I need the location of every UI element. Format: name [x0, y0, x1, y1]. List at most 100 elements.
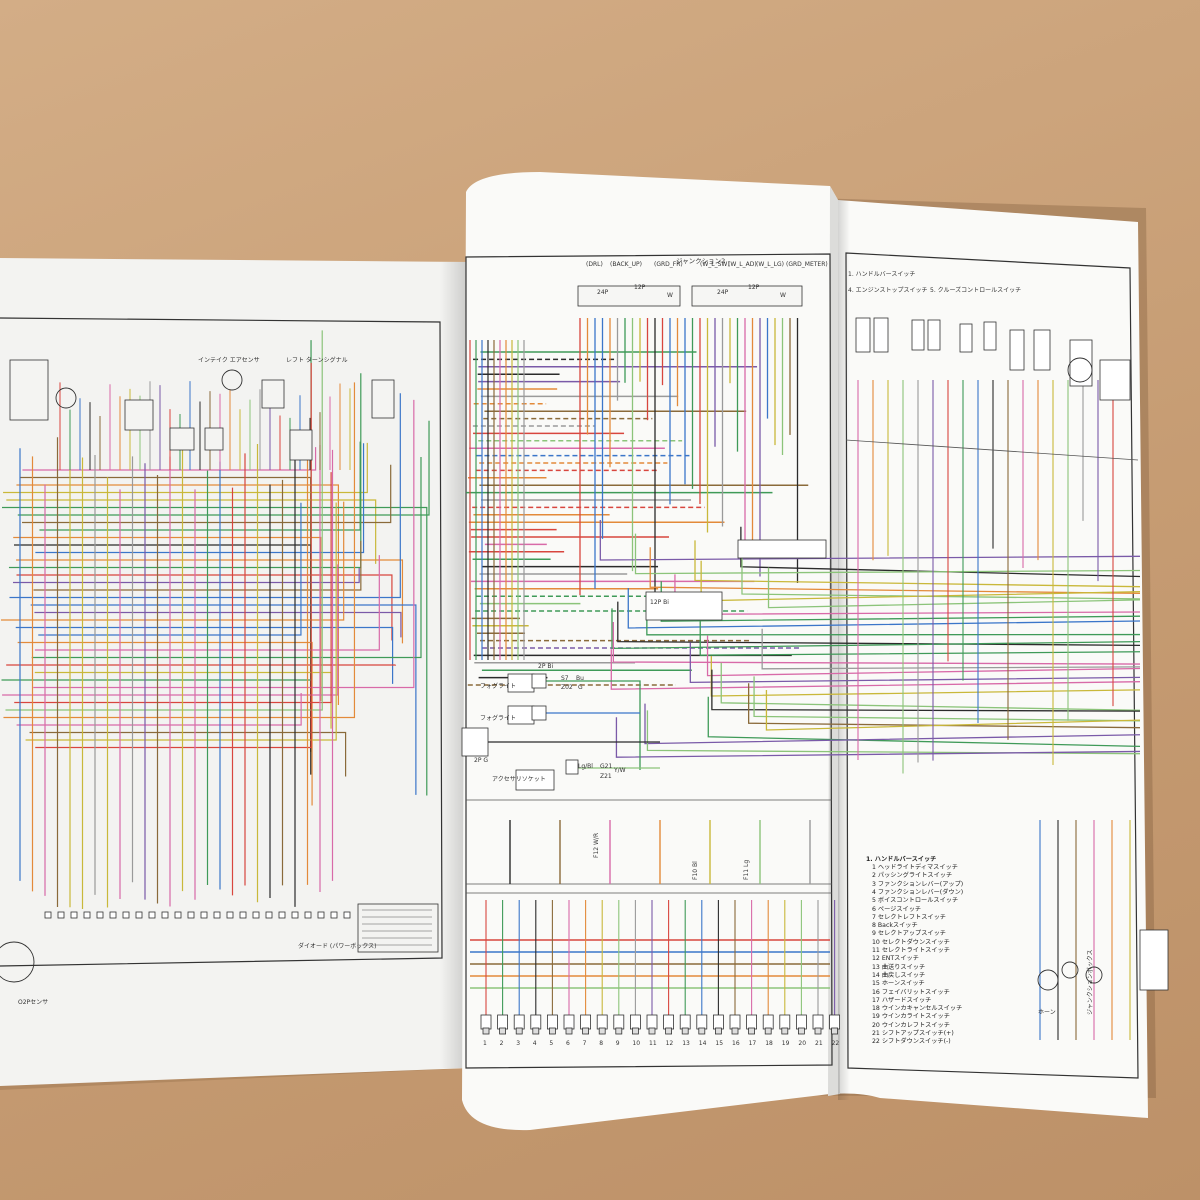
wire-line — [34, 555, 380, 651]
f10-bl-label: F10 Bl — [692, 861, 699, 880]
wire-line — [845, 439, 1139, 461]
component-box — [582, 1027, 589, 1035]
component-box — [663, 1014, 674, 1030]
wire-line — [627, 588, 1141, 629]
conn-12p-a: 12P — [634, 284, 646, 291]
component-box — [796, 1014, 807, 1030]
component-box — [122, 911, 130, 919]
component-box — [461, 727, 489, 757]
wire-bu-label: Bu — [576, 675, 584, 682]
switch-number: 11 — [649, 1040, 657, 1047]
component-box — [713, 1014, 724, 1030]
component-box — [9, 359, 49, 421]
left-page-frame — [0, 317, 443, 967]
switch-number: 8 — [599, 1040, 604, 1047]
component-box — [497, 1014, 509, 1030]
component-box — [482, 1027, 490, 1035]
switch-number: 16 — [732, 1040, 740, 1047]
component-box — [148, 911, 156, 919]
component-box — [646, 1014, 658, 1030]
wire-line — [0, 501, 345, 621]
component-box — [873, 317, 889, 353]
component-box — [645, 591, 723, 621]
component-circle — [55, 387, 77, 409]
wire-line — [39, 441, 361, 531]
center-page-frame — [465, 253, 833, 1069]
wire-line — [706, 635, 1141, 677]
component-box — [252, 911, 260, 919]
switch-number: 20 — [798, 1040, 807, 1047]
component-box — [615, 1027, 623, 1035]
switch-number: 18 — [765, 1040, 773, 1047]
component-box — [746, 1014, 757, 1030]
component-box — [927, 319, 941, 351]
handlebar-label: 1. ハンドルバースイッチ — [848, 271, 916, 278]
tag-grd-fr: (GRD_FR) — [654, 261, 683, 268]
component-circle — [1061, 961, 1079, 979]
component-box — [798, 1027, 805, 1035]
switch-number: 22 — [831, 1040, 840, 1047]
conn-24p-right: 24P — [717, 289, 729, 296]
component-box — [200, 911, 208, 919]
legend-item: 19 ウインカライトスイッチ — [872, 1013, 950, 1021]
component-box — [317, 911, 325, 919]
component-box — [580, 1014, 591, 1030]
switch-number: 5 — [549, 1040, 554, 1047]
wire-line — [634, 533, 1141, 575]
switch-number: 21 — [815, 1040, 823, 1047]
component-box — [679, 1014, 691, 1030]
wire-line — [33, 399, 415, 689]
horn-label: ホーン — [1038, 1009, 1056, 1016]
wire-line — [9, 393, 401, 599]
component-box — [124, 399, 154, 431]
wire-line — [720, 662, 1141, 711]
switch-number: 14 — [698, 1040, 707, 1047]
component-box — [530, 1014, 542, 1030]
component-box — [1139, 929, 1169, 991]
component-box — [304, 911, 312, 919]
component-symbols — [0, 285, 1169, 1035]
component-box — [748, 1027, 755, 1035]
accessory-label: アクセサリソケット — [492, 776, 546, 783]
f12-wr-label: F12 W/R — [593, 832, 600, 858]
wire-line — [30, 604, 417, 795]
component-circle — [1037, 969, 1059, 991]
wire-line — [35, 362, 312, 749]
switch-number: 7 — [582, 1040, 587, 1047]
wire-line — [17, 420, 430, 516]
component-box — [814, 1027, 822, 1035]
tag-grd-meter: (GRD_METER) — [786, 261, 828, 268]
wire-bundle — [0, 318, 1141, 1040]
component-box — [983, 321, 997, 351]
component-box — [96, 911, 104, 919]
right-page-frame — [845, 252, 1139, 1079]
right-page — [462, 172, 1148, 1131]
component-box — [613, 1014, 625, 1030]
wire-line — [3, 442, 368, 494]
component-box — [531, 705, 547, 721]
wire-line — [2, 506, 428, 796]
legend-item: 7 セレクトレフトスイッチ — [872, 913, 946, 921]
diode-label: ダイオード (パワーボックス) — [298, 943, 377, 950]
wire-line — [25, 502, 337, 741]
component-box — [109, 911, 117, 919]
component-box — [204, 427, 224, 451]
component-box — [44, 911, 52, 919]
legend-item: 3 ファンクションレバー(アップ) — [872, 880, 964, 888]
switch-number: 6 — [566, 1040, 570, 1047]
wire-g21-label: G21 — [600, 763, 613, 770]
component-box — [515, 1027, 523, 1035]
legend-item: 12 ENTスイッチ — [872, 955, 919, 963]
wire-z21-label: Z21 — [600, 773, 612, 780]
wire-line — [644, 703, 1141, 745]
tag-w-l-sw: (W_L_SW) — [700, 261, 730, 268]
wire-z02-label: Z02 — [561, 684, 573, 691]
component-box — [577, 285, 681, 307]
conn-w-a: W — [667, 292, 673, 299]
component-box — [135, 911, 143, 919]
legend-item: 17 ハザードスイッチ — [872, 996, 932, 1004]
wire-line — [611, 608, 1141, 650]
switch-number: 17 — [748, 1040, 757, 1047]
component-circle — [0, 941, 35, 983]
wire-line — [16, 693, 302, 726]
